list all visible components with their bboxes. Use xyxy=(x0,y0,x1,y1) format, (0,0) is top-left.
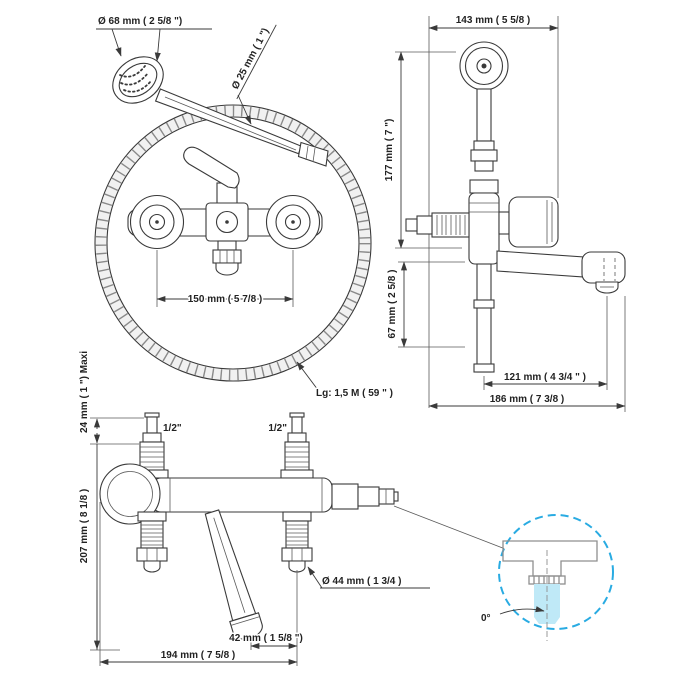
inlet-left-label: 1/2" xyxy=(163,423,182,434)
dim-head-diameter-label: Ø 68 mm ( 2 5/8 ") xyxy=(98,16,182,27)
dim-handle-diameter-label: Ø 25 mm ( 1 ") xyxy=(230,26,271,91)
hose-fitting xyxy=(297,141,329,167)
dim-total-depth-label: 186 mm ( 7 3/8 ) xyxy=(490,394,564,405)
mixer-body-side xyxy=(405,179,559,265)
dim-spout-reach-label: 121 mm ( 4 3/4 " ) xyxy=(504,372,586,383)
cartridge xyxy=(431,212,470,238)
spout-front xyxy=(331,483,359,510)
deck-body xyxy=(99,463,399,525)
hose-length-callout: Lg: 1,5 M ( 59 " ) xyxy=(296,361,394,401)
dim-deck-max: 24 mm ( 1 ") Maxi xyxy=(78,349,144,445)
dim-center-distance: 150 mm ( 5 7/8 ) xyxy=(156,250,294,307)
shower-head-side xyxy=(459,41,509,91)
dim-overall-width-label: 194 mm ( 7 5/8 ) xyxy=(161,650,235,661)
dim-width-top-label: 143 mm ( 5 5/8 ) xyxy=(456,15,530,26)
spout-side xyxy=(496,250,626,294)
dim-center-distance-label: 150 mm ( 5 7/8 ) xyxy=(188,294,262,305)
dim-total-height: 207 mm ( 8 1/8 ) xyxy=(78,444,120,651)
handshower-cradle xyxy=(204,509,263,640)
detail-view: 0° xyxy=(393,505,614,641)
dim-height-spout: 67 mm ( 2 5/8 ) xyxy=(386,261,465,348)
right-deck-mount xyxy=(281,511,313,573)
dim-width-top: 143 mm ( 5 5/8 ) xyxy=(428,14,559,32)
dim-overall-width: 194 mm ( 7 5/8 ) xyxy=(99,502,298,666)
angle-annotation: 0° xyxy=(480,606,545,626)
dim-height-spout-label: 67 mm ( 2 5/8 ) xyxy=(387,270,398,339)
detail-circle xyxy=(498,514,614,630)
inlet-right-label: 1/2" xyxy=(268,423,287,434)
right-inlet xyxy=(284,412,310,479)
dim-cradle-offset-label: 42 mm ( 1 5/8 ") xyxy=(229,633,303,644)
deck-view: 1/2" 1/2" xyxy=(78,349,430,666)
dim-deck-max-label: 24 mm ( 1 ") Maxi xyxy=(79,351,90,433)
left-deck-mount xyxy=(136,511,168,573)
spout-section xyxy=(502,540,598,641)
diverter xyxy=(212,240,242,276)
dim-height-upper: 177 mm ( 7 ") xyxy=(383,51,462,249)
handle-knob-side xyxy=(508,196,559,248)
dim-cradle-offset: 42 mm ( 1 5/8 ") xyxy=(228,570,304,666)
mixer-lever xyxy=(183,146,240,189)
temperature-knob xyxy=(99,463,161,525)
dim-shank-diameter: Ø 44 mm ( 1 3/4 ) xyxy=(307,566,430,589)
dim-height-upper-label: 177 mm ( 7 ") xyxy=(384,119,395,182)
hose-length-label: Lg: 1,5 M ( 59 " ) xyxy=(316,388,393,399)
angle-label: 0° xyxy=(481,613,491,624)
front-view: Ø 68 mm ( 2 5/8 ") Ø 25 mm ( 1 ") 150 mm… xyxy=(94,15,394,401)
riser-pipe xyxy=(470,88,498,172)
dim-head-diameter: Ø 68 mm ( 2 5/8 ") xyxy=(96,15,212,62)
drop-pipe xyxy=(473,263,495,373)
mixer-body-front xyxy=(127,146,323,276)
dim-shank-diameter-label: Ø 44 mm ( 1 3/4 ) xyxy=(322,576,401,587)
shower-hose-coil xyxy=(94,104,372,382)
handshower-head xyxy=(112,56,164,104)
handshower xyxy=(112,56,329,167)
dim-spout-reach: 121 mm ( 4 3/4 " ) xyxy=(483,296,608,390)
dim-total-depth: 186 mm ( 7 3/8 ) xyxy=(428,296,626,412)
dim-total-height-label: 207 mm ( 8 1/8 ) xyxy=(79,489,90,563)
side-view: 143 mm ( 5 5/8 ) 177 mm ( 7 ") xyxy=(383,14,626,412)
